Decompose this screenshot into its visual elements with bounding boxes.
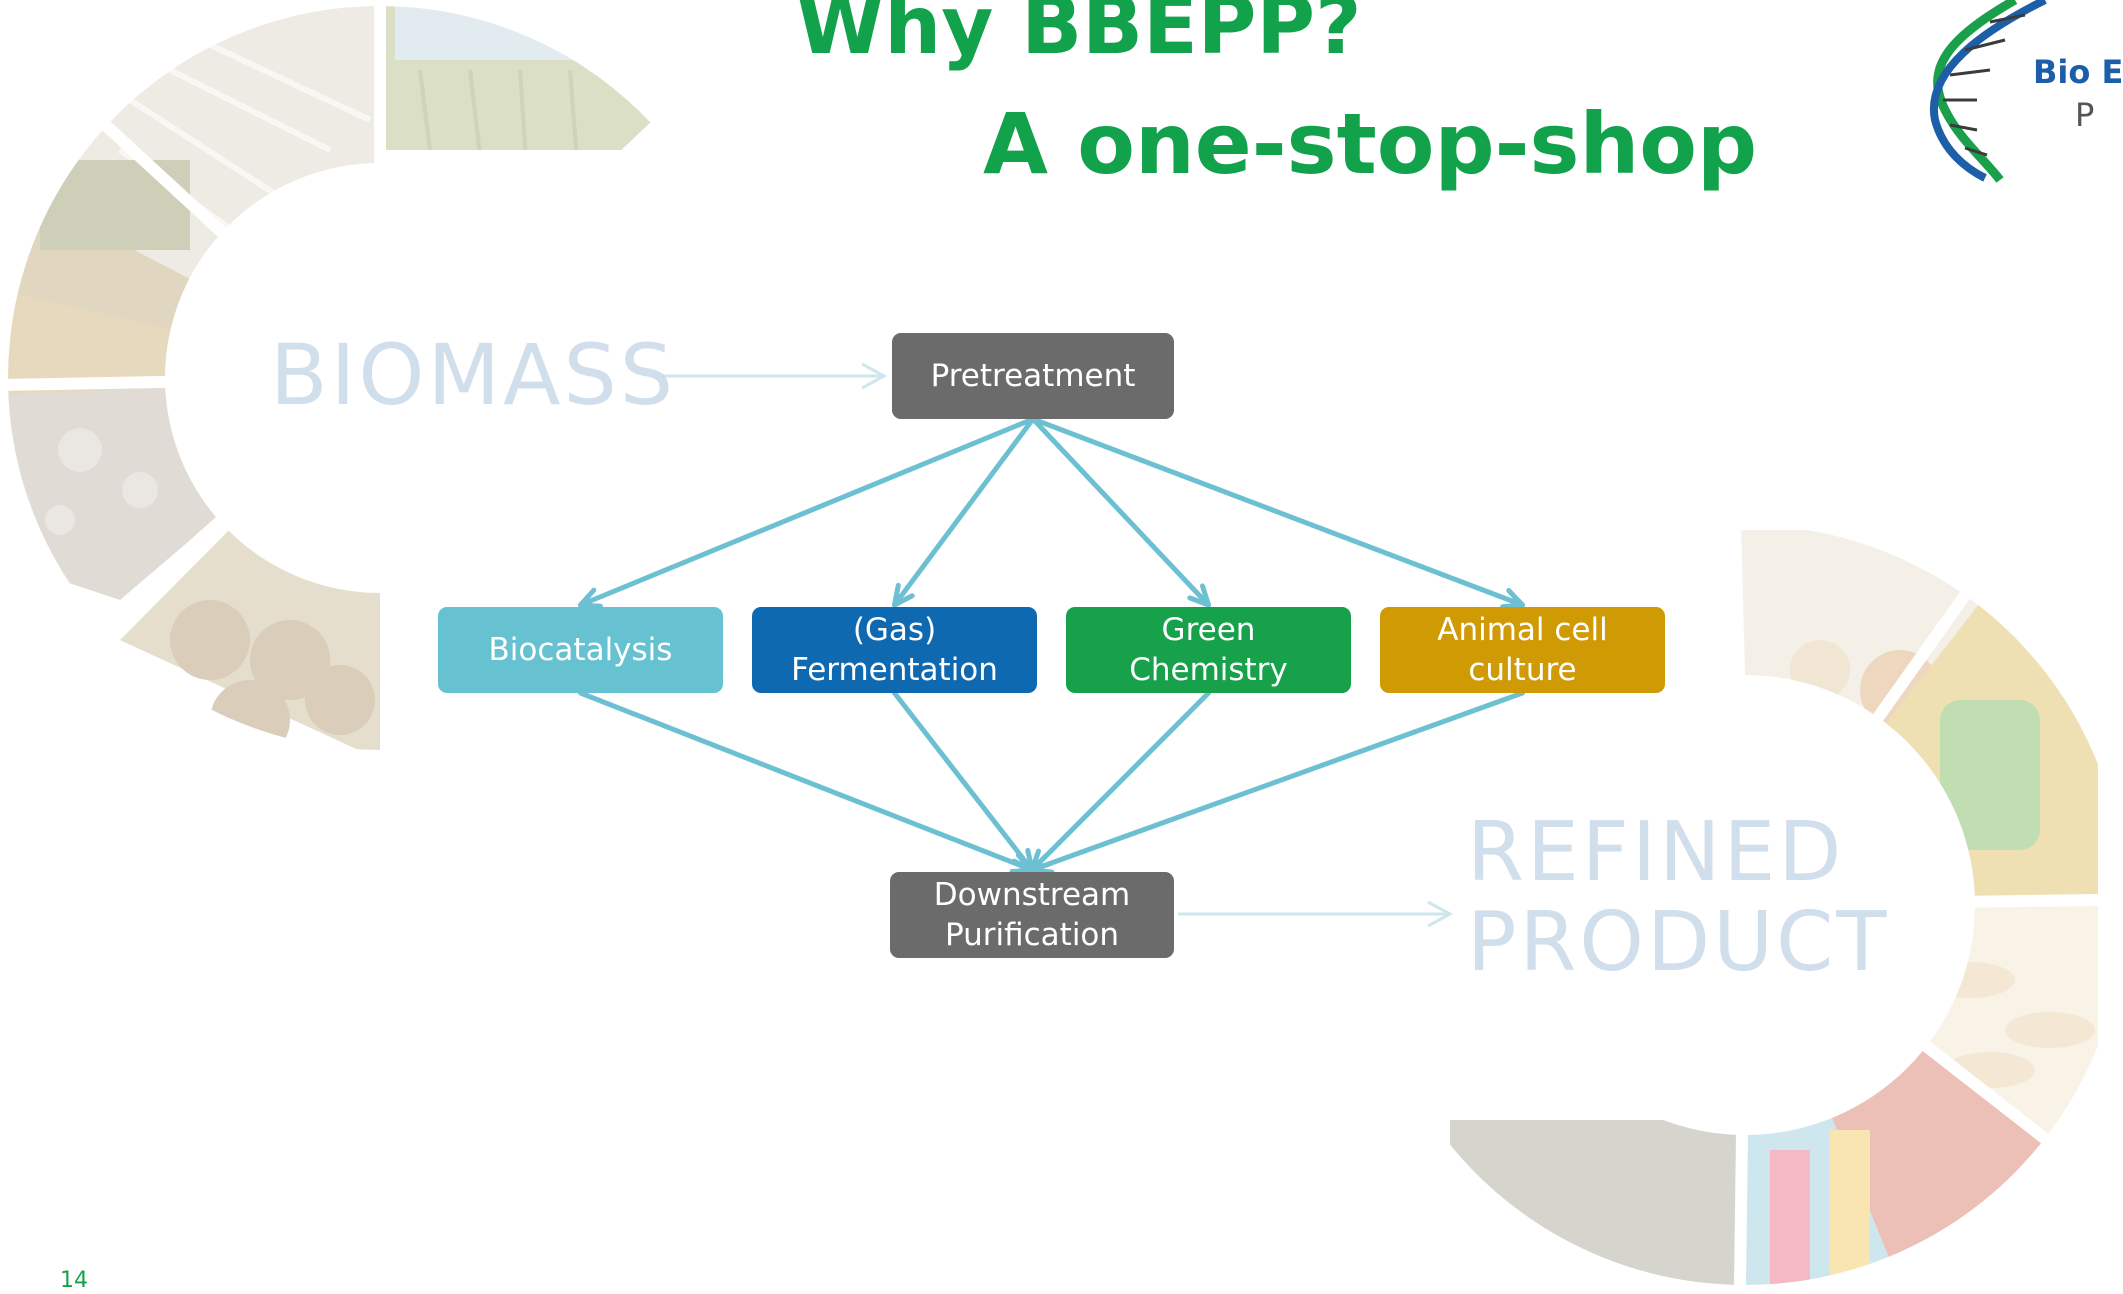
slide-number: 14 <box>60 1268 88 1293</box>
dna-helix-icon <box>1929 0 2047 183</box>
biomass-ring-images <box>0 0 700 760</box>
page-subtitle: A one-stop-shop <box>983 95 1758 193</box>
arrow-pretreatment-to-fermentation-head <box>892 582 915 608</box>
arrow-pretreatment-to-animal <box>1030 416 1525 608</box>
biocatalysis-label: Biocatalysis <box>488 632 673 668</box>
arrow-pretreatment-to-green-head <box>1187 583 1211 608</box>
fermentation-label: (Gas) Fermentation <box>791 612 998 688</box>
arrow-pretreatment-to-biocatalysis-head <box>578 587 603 609</box>
green-chemistry-node: Green Chemistry <box>1066 607 1351 693</box>
faint-arrows <box>662 362 1454 928</box>
pretreatment-label: Pretreatment <box>930 358 1136 394</box>
arrow-pretreatment-to-animal-head <box>1500 587 1525 610</box>
arrow-pretreatment-to-green <box>1030 416 1211 608</box>
arrow-animal-to-downstream-head <box>1029 853 1055 875</box>
arrow-green-to-downstream <box>1029 690 1211 873</box>
product-label: PRODUCT <box>1467 895 1890 990</box>
arrow-fermentation-to-downstream <box>892 690 1035 873</box>
arrow-biocatalysis-to-downstream <box>578 690 1035 873</box>
product-ring-images <box>1450 519 2102 1286</box>
logo-text: Bio E <box>2033 53 2123 91</box>
green-chemistry-label: Green Chemistry <box>1129 612 1288 688</box>
animal-cell-culture-node: Animal cell culture <box>1380 607 1665 693</box>
downstream-purification-label: Downstream Purification <box>933 877 1131 953</box>
page-title: Why BBEPP? <box>796 0 1362 72</box>
biocatalysis-node: Biocatalysis <box>438 607 723 693</box>
arrow-animal-to-downstream <box>1029 690 1525 873</box>
arrow-pretreatment-to-biocatalysis <box>578 416 1036 608</box>
biomass-label: BIOMASS <box>270 326 677 424</box>
animal-cell-culture-label: Animal cell culture <box>1437 612 1608 688</box>
downstream-purification-node: Downstream Purification <box>890 872 1174 958</box>
pretreatment-node: Pretreatment <box>892 333 1174 419</box>
arrow-pretreatment-to-fermentation <box>892 416 1036 608</box>
logo-text-secondary: P <box>2075 96 2095 134</box>
fermentation-node: (Gas) Fermentation <box>752 607 1037 693</box>
refined-label: REFINED <box>1467 805 1845 900</box>
